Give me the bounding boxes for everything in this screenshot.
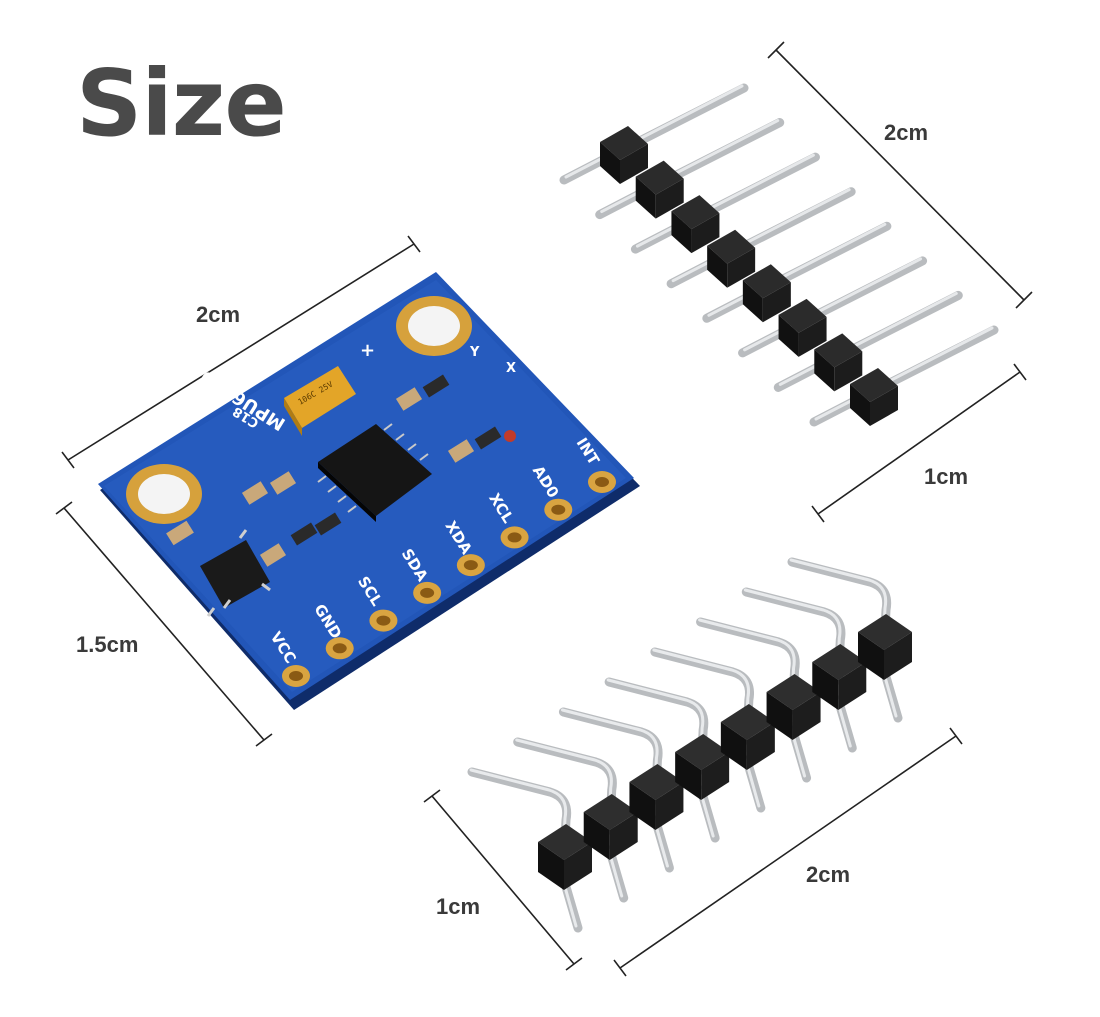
straight-header-block-front <box>620 144 648 184</box>
straight-header-block-front <box>870 386 898 426</box>
angled-header-block <box>629 764 684 800</box>
page-title: Size <box>76 50 287 157</box>
axis-y-label: Y <box>469 345 480 360</box>
angled-header-block <box>720 704 775 740</box>
straight-header-block-front <box>834 351 863 392</box>
smd-components <box>166 374 516 567</box>
right-angle-pin-header <box>467 557 912 933</box>
angled-header-block-side <box>812 662 839 710</box>
straight-header-block <box>814 333 863 368</box>
pin-pad-int <box>588 471 616 493</box>
angled-header-block-front <box>655 782 684 830</box>
angled-header-block-side <box>629 782 656 830</box>
angled-header-block-side <box>858 632 884 680</box>
angled-header-height-line <box>431 795 575 965</box>
angled-header-length-line <box>619 735 957 969</box>
straight-header-block <box>778 298 827 333</box>
angled-header-block <box>766 674 821 710</box>
straight-header-block-side <box>635 176 656 219</box>
mounting-hole-top <box>396 296 472 356</box>
angled-header-height-label: 1cm <box>436 894 481 919</box>
straight-header-block-front <box>727 247 756 288</box>
angled-header-block <box>583 794 638 830</box>
straight-header-block-front <box>798 316 827 357</box>
straight-pin-header <box>559 83 999 427</box>
angled-header-block-front <box>884 632 912 680</box>
angled-header-block-side <box>583 812 610 860</box>
straight-header-length-label: 2cm <box>884 120 929 145</box>
board-height-line <box>63 507 265 741</box>
angled-header-block-front <box>609 812 638 860</box>
pin-pad-gnd <box>325 637 354 660</box>
straight-header-height-label: 1cm <box>924 464 969 489</box>
straight-header-block-side <box>778 314 799 357</box>
angled-header-block <box>858 614 912 650</box>
straight-header-block-side <box>742 280 763 323</box>
straight-header-block-side <box>707 245 728 288</box>
angled-header-block-side <box>720 722 747 770</box>
angled-header-pin <box>741 587 857 753</box>
angled-header-length-label: 2cm <box>806 862 851 887</box>
board-height-label: 1.5cm <box>76 632 139 657</box>
angled-header-block-front <box>564 842 592 890</box>
pin-pad-ad0 <box>544 498 573 521</box>
angled-header-block-front <box>792 692 821 740</box>
pin-pad-vcc <box>282 665 310 687</box>
straight-header-block <box>671 195 720 230</box>
board-width-label: 2cm <box>196 302 241 327</box>
straight-header-block <box>742 264 791 299</box>
mpu6050-chip <box>317 423 432 522</box>
angled-header-block <box>675 734 730 770</box>
pin-pad-xda <box>456 554 485 577</box>
angled-header-block-front <box>838 662 867 710</box>
straight-header-block <box>707 229 756 264</box>
pin-pads <box>282 471 616 687</box>
angled-header-block-front <box>746 722 775 770</box>
angled-header-block-side <box>766 692 793 740</box>
pin-pad-xcl <box>500 526 529 549</box>
straight-header-block <box>850 368 898 402</box>
straight-header-height-line <box>817 371 1021 515</box>
straight-header-block-front <box>762 282 791 323</box>
dimension-lines <box>55 41 1033 977</box>
angled-header-block-front <box>701 752 730 800</box>
straight-header-block <box>600 126 648 160</box>
straight-header-block <box>635 160 684 195</box>
straight-header-block-side <box>671 211 692 254</box>
straight-header-block-side <box>600 142 620 184</box>
pin-pad-scl <box>369 609 398 632</box>
angled-header-block <box>812 644 867 680</box>
straight-header-length-line <box>775 49 1025 301</box>
board-width-line <box>67 243 415 461</box>
straight-header-block-side <box>850 384 870 426</box>
straight-header-block-front <box>691 213 720 254</box>
straight-header-pin <box>559 83 749 185</box>
angled-header-block-side <box>675 752 702 800</box>
voltage-regulator <box>200 529 271 617</box>
straight-header-block-front <box>655 178 684 219</box>
mpu6050-board: 106C 25V <box>98 272 640 710</box>
board-plus-label: + <box>360 340 375 361</box>
axis-x-label: X <box>506 361 516 376</box>
mounting-hole-left <box>126 464 202 524</box>
angled-header-block-side <box>538 842 564 890</box>
pin-pad-sda <box>413 581 442 604</box>
straight-header-block-side <box>814 349 835 392</box>
angled-header-block <box>538 824 592 860</box>
